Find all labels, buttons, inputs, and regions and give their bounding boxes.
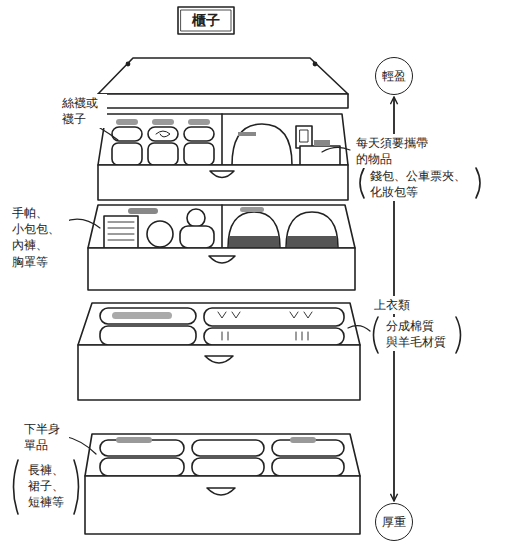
folded-pants xyxy=(192,458,264,476)
sock-roll xyxy=(152,119,174,125)
callout-label: 分成棉質 與羊毛材質 xyxy=(384,317,455,351)
small-pouch xyxy=(147,221,173,247)
handkerchief-stripes xyxy=(108,222,134,240)
smudge xyxy=(112,312,172,319)
drawer-body xyxy=(88,205,355,248)
bracket xyxy=(360,168,364,198)
bra-cup xyxy=(286,212,338,248)
drawer-divider xyxy=(221,205,223,248)
drawer-front xyxy=(88,248,355,290)
sock-roll xyxy=(112,143,142,165)
folded-pants xyxy=(192,440,264,456)
bracket xyxy=(14,460,19,514)
card-holder xyxy=(300,130,308,142)
cabinet-lid xyxy=(98,58,348,94)
bra-cup xyxy=(228,212,280,248)
knit-top xyxy=(204,328,344,345)
sock-roll xyxy=(116,119,138,125)
folded-top xyxy=(100,308,196,324)
smudge xyxy=(116,437,152,443)
cosmetic-pouch xyxy=(232,124,292,165)
leader-line xyxy=(64,219,100,228)
bear-pouch xyxy=(187,209,205,227)
lid-dot xyxy=(313,62,316,65)
leader-line xyxy=(322,147,350,152)
callout-label: 下半身 單品 xyxy=(22,420,69,454)
drawer-handle xyxy=(205,356,233,363)
bra-lace xyxy=(287,236,337,248)
callout-label: 絲襪或 襪子 xyxy=(60,94,107,128)
lid-dot xyxy=(126,62,129,65)
drawer-body xyxy=(78,303,360,345)
node-text: 輕盈 xyxy=(382,69,406,83)
folded-pants xyxy=(272,458,344,476)
title-frame xyxy=(181,10,231,31)
bracket xyxy=(476,168,480,198)
leader-line xyxy=(100,128,118,140)
sock-roll xyxy=(184,143,214,165)
bra-lace xyxy=(229,236,279,248)
sock-roll xyxy=(148,127,178,141)
drawer-front xyxy=(85,476,360,534)
handkerchief xyxy=(104,216,138,248)
drawer-handle xyxy=(209,256,235,263)
drawer-front xyxy=(98,165,348,200)
drawer-divider xyxy=(221,114,223,165)
drawer-body xyxy=(98,114,348,165)
bracket xyxy=(374,317,379,353)
node-text: 厚重 xyxy=(382,515,406,529)
weight-circle: 輕盈 xyxy=(375,57,413,95)
cabinet-lid xyxy=(98,94,348,108)
sock-roll xyxy=(188,119,210,125)
folded-top xyxy=(100,326,196,345)
callout-label: 每天須要攜帶 的物品 xyxy=(354,134,437,168)
folded-pants xyxy=(100,458,184,476)
leader-line xyxy=(348,326,370,331)
smudge xyxy=(240,207,264,212)
knit-pattern xyxy=(218,312,312,340)
sock-roll xyxy=(184,127,214,141)
bracket xyxy=(456,317,461,353)
card-holder xyxy=(296,126,312,148)
knit-top xyxy=(204,308,344,326)
callout-label: 手帕、 小包包、 內褲、 胸罩等 xyxy=(10,204,69,271)
drawer-handle xyxy=(210,171,234,178)
callout-label: 上衣類 xyxy=(372,296,419,314)
sock-spiral xyxy=(156,131,170,137)
smudge xyxy=(290,437,316,443)
callout-label: 錢包、公車票夾、 化妝包等 xyxy=(368,167,475,201)
bracket xyxy=(74,460,79,514)
wallet xyxy=(300,146,340,165)
drawer-front xyxy=(78,345,360,400)
drawer-handle xyxy=(207,488,235,495)
wallet-mark xyxy=(314,140,330,146)
pouch-mark xyxy=(238,132,256,136)
callout-label: 長褲、 裙子、 短褲等 xyxy=(26,461,73,512)
title-frame xyxy=(178,7,234,34)
sock-roll xyxy=(148,143,178,165)
weight-circle: 厚重 xyxy=(375,503,413,541)
drawer-body xyxy=(85,434,360,476)
title: 櫃子 xyxy=(192,12,220,29)
smudge xyxy=(128,208,158,214)
bear-pouch xyxy=(180,226,214,248)
